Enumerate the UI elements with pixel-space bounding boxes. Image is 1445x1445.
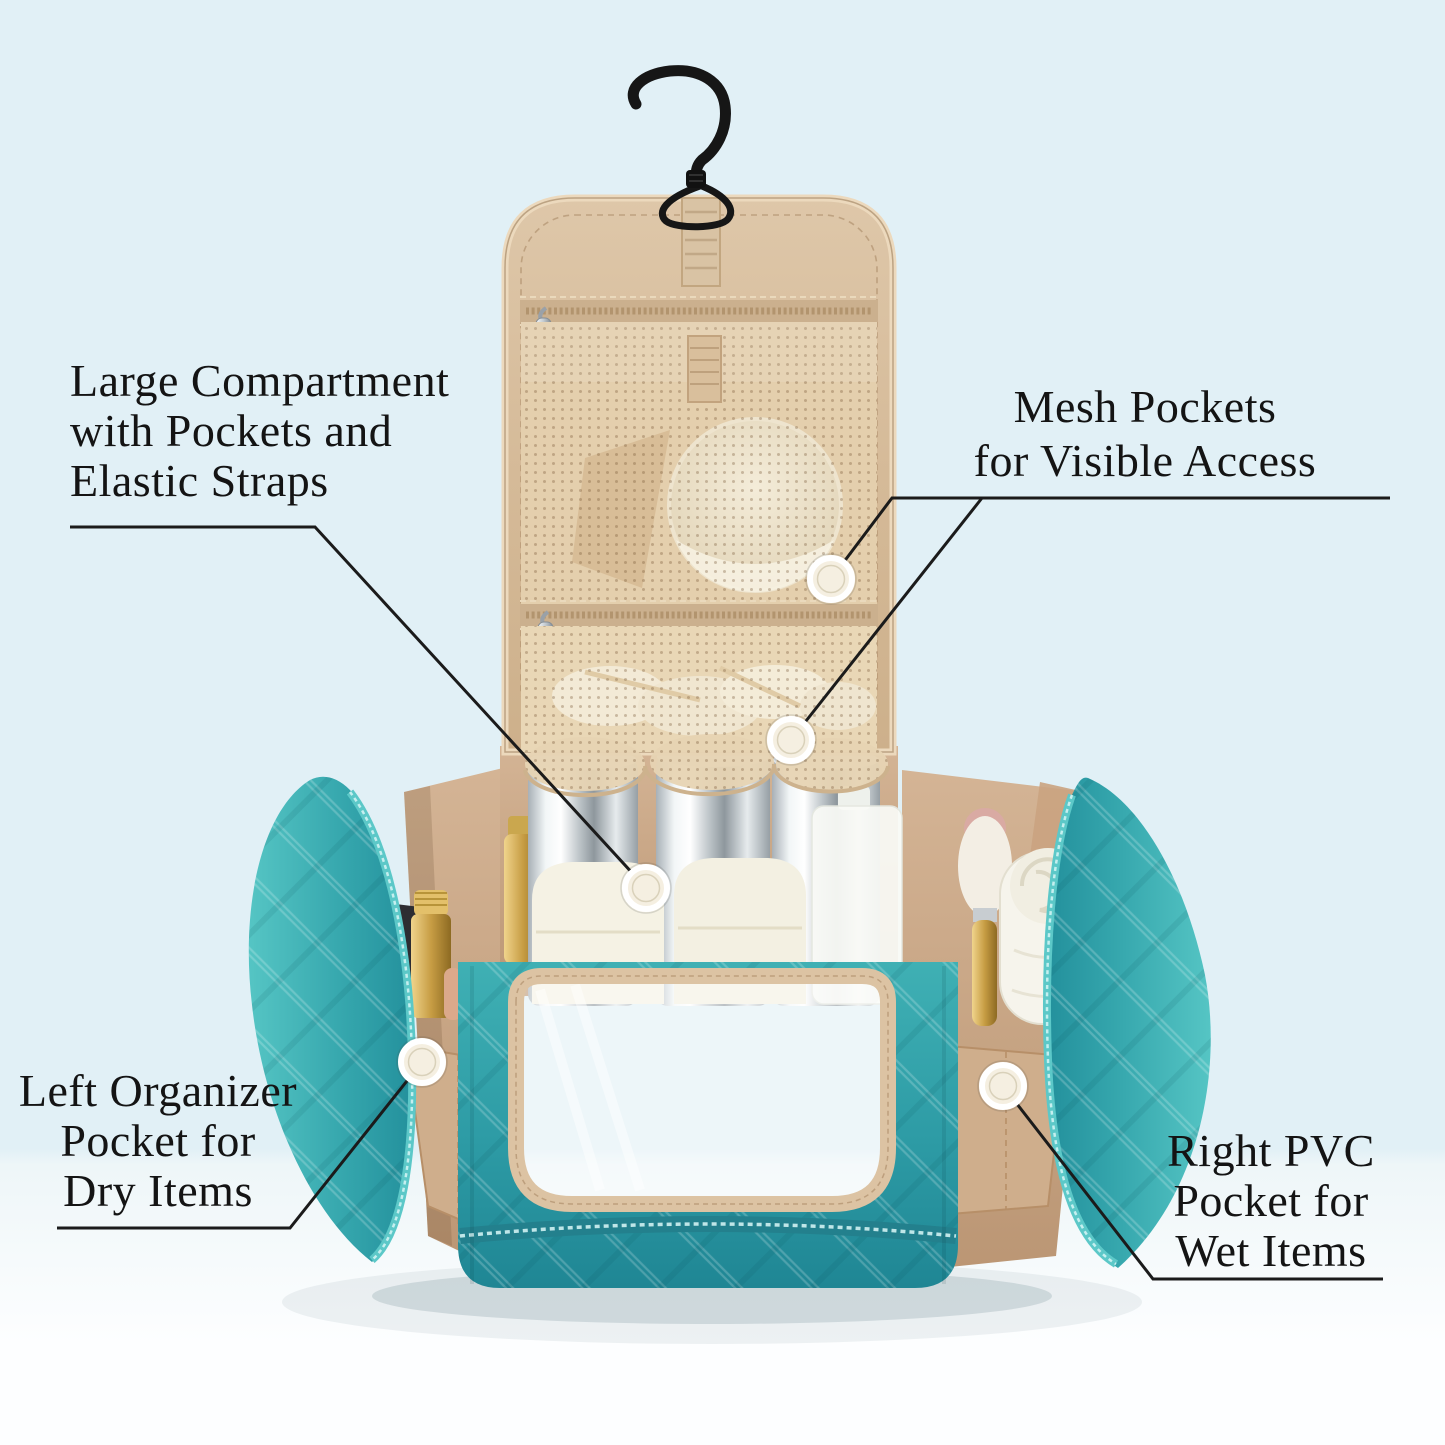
hanging-hook: [627, 65, 735, 231]
main-body: [458, 962, 958, 1288]
frosted-pump-bottle: [811, 786, 903, 1005]
label-line: Pocket for: [1173, 1175, 1369, 1226]
label-line: Elastic Straps: [70, 455, 329, 506]
body-zipper: [459, 1216, 957, 1244]
callout-label-left-organizer: Left Organizer Pocket for Dry Items: [2, 1066, 314, 1216]
dot-mesh-pocket-top: [805, 553, 857, 605]
hang-tab: [687, 335, 722, 403]
callout-label-right-pvc: Right PVC Pocket for Wet Items: [1140, 1126, 1402, 1276]
callout-dots: [396, 553, 1029, 1112]
label-line: Dry Items: [63, 1165, 253, 1216]
label-line: Mesh Pockets: [1013, 381, 1277, 432]
mesh-pocket-bottom: [521, 626, 877, 752]
dot-mesh-pocket-bottom: [765, 714, 817, 766]
label-line: with Pockets and: [70, 405, 393, 456]
makeup-brush: [958, 808, 1012, 1026]
pvc-window: [508, 968, 896, 1212]
leader-mesh-pockets-2: [789, 497, 984, 741]
right-pocket-flap: [1043, 777, 1211, 1268]
label-line: Left Organizer: [18, 1065, 298, 1116]
callout-label-mesh-pockets: Mesh Pockets for Visible Access: [905, 380, 1385, 488]
leader-left-organizer: [57, 1061, 424, 1230]
mesh-pocket-top: [521, 322, 877, 606]
gold-lipstick: [411, 890, 451, 1018]
rose-gold-pen: [444, 968, 462, 1020]
leader-right-pvc: [1001, 1085, 1383, 1281]
leader-large-compartment: [70, 525, 648, 890]
hang-strap: [681, 197, 721, 287]
leader-mesh-pockets-1: [829, 496, 1390, 580]
top-flap: [501, 194, 897, 798]
callout-lines: [57, 496, 1390, 1281]
label-line: Pocket for: [60, 1115, 256, 1166]
left-pocket-flap: [248, 776, 417, 1264]
dot-left-organizer: [396, 1036, 448, 1088]
dot-large-compartment: [620, 862, 672, 914]
label-line: for Visible Access: [973, 435, 1317, 486]
label-line: Right PVC: [1167, 1125, 1375, 1176]
elastic-straps: [523, 734, 890, 798]
dot-right-pvc: [977, 1060, 1029, 1112]
label-line: Wet Items: [1175, 1225, 1367, 1276]
label-line: Large Compartment: [70, 355, 450, 406]
callout-label-large-compartment: Large Compartment with Pockets and Elast…: [70, 356, 560, 506]
